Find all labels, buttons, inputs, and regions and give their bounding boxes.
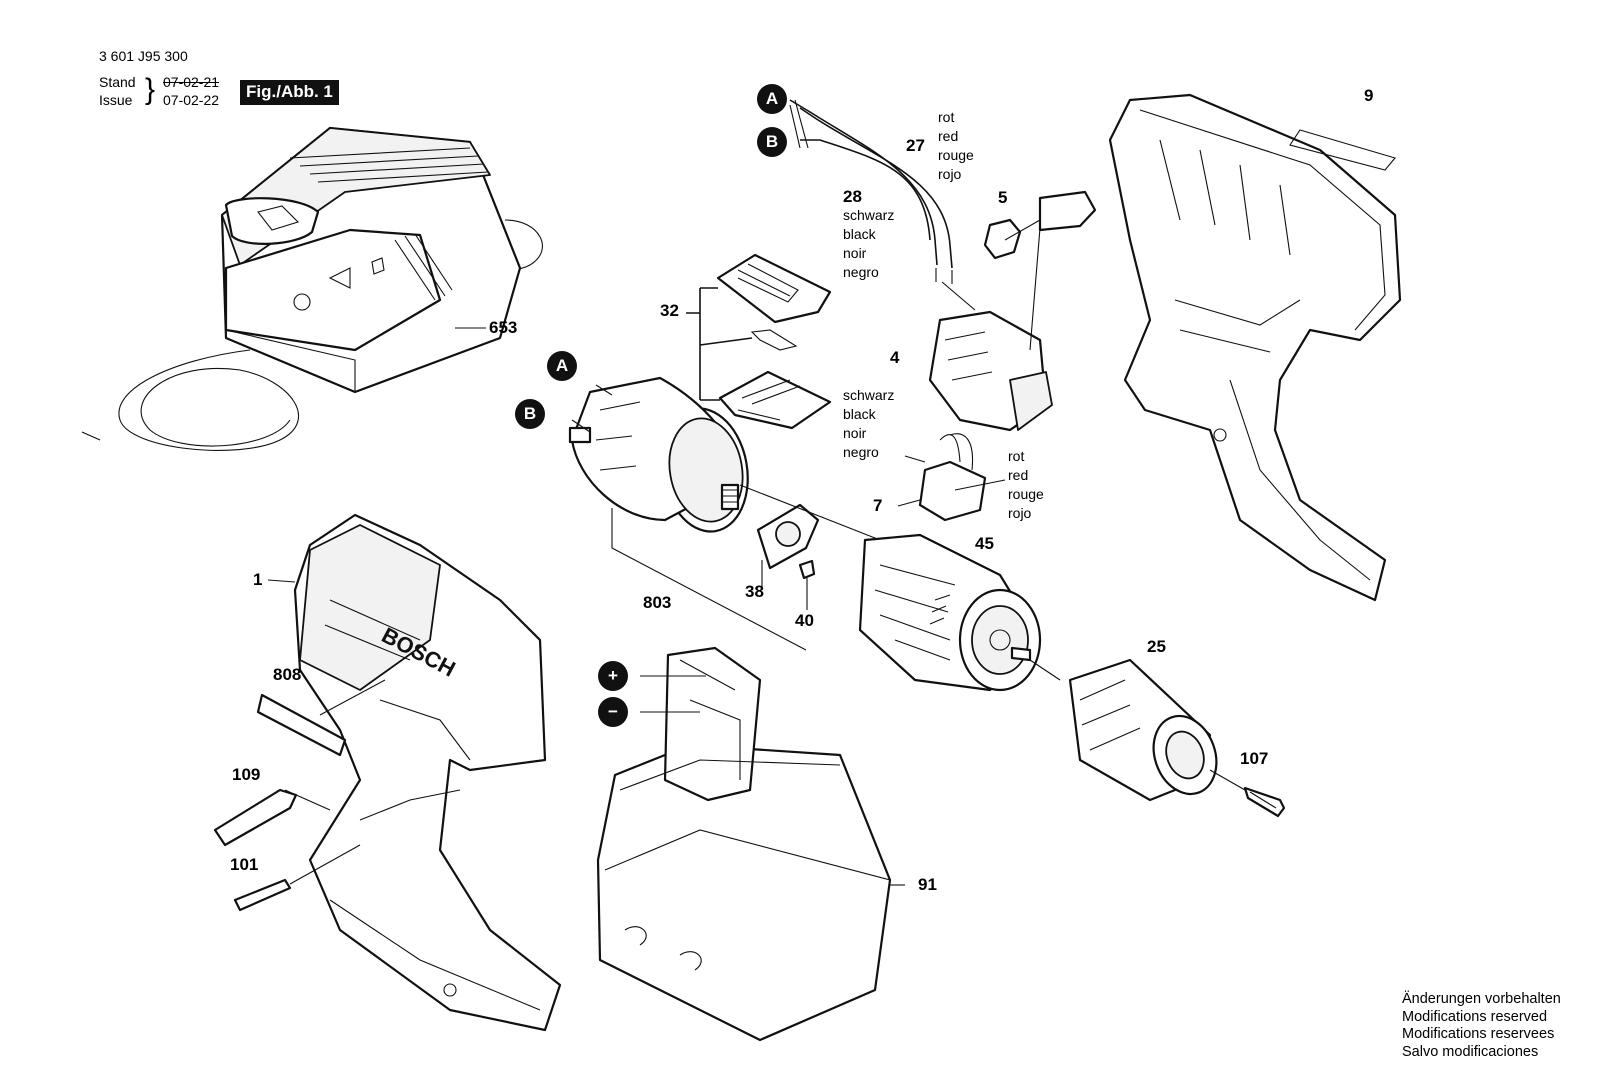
part-7-label: 7 — [873, 496, 883, 515]
wire-black-de: schwarz — [843, 387, 895, 403]
wire-black-de: schwarz — [843, 207, 895, 223]
wire-black-fr: noir — [843, 425, 867, 441]
wire-black-caption-switch: schwarz black noir negro — [843, 386, 894, 462]
part-45-label: 45 — [975, 534, 994, 553]
connector-a-motor: A — [547, 351, 577, 381]
wire-black-caption-top: schwarz black noir negro — [843, 206, 894, 282]
figure-label: Fig./Abb. 1 — [240, 80, 339, 105]
issue-label: Issue — [99, 92, 133, 108]
part-40-label: 40 — [795, 611, 814, 630]
part-25-label: 25 — [1147, 637, 1166, 656]
part-109-label: 109 — [232, 765, 261, 784]
battery-charger-drawing — [81, 126, 543, 451]
wire-red-caption-top: rot red rouge rojo — [938, 108, 974, 184]
wire-red-fr: rouge — [938, 147, 974, 163]
notice-de: Änderungen vorbehalten — [1402, 991, 1561, 1007]
housing-right-drawing — [1108, 93, 1402, 602]
part-803-label: 803 — [643, 593, 672, 612]
stand-label: Stand — [99, 74, 136, 90]
notice-en: Modifications reserved — [1402, 1008, 1548, 1025]
part-808-label: 808 — [273, 665, 302, 684]
wire-black-es: negro — [843, 264, 879, 280]
part-107-label: 107 — [1240, 749, 1269, 768]
wire-red-de: rot — [938, 109, 955, 125]
battery-plus-terminal: + — [598, 661, 628, 691]
wire-red-de: rot — [1008, 448, 1025, 464]
housing-left-drawing: BOSCH — [267, 513, 562, 1032]
part-number: 3 601 J95 300 — [99, 48, 188, 64]
connector-a-top: A — [757, 84, 787, 114]
part-32-label: 32 — [660, 301, 679, 320]
label-plate-drawing — [256, 679, 386, 757]
wire-red-es: rojo — [938, 166, 962, 182]
part-101-label: 101 — [230, 855, 259, 874]
notice-fr: Modifications reservees — [1402, 1026, 1555, 1042]
part-27-label: 27 — [906, 136, 925, 155]
part-38-label: 38 — [745, 582, 764, 601]
connector-b-motor: B — [515, 399, 545, 429]
old-date: 07-02-21 — [163, 74, 220, 90]
wire-black-en: black — [843, 406, 876, 422]
new-date: 07-02-22 — [163, 92, 220, 108]
wire-leads-drawing — [789, 99, 976, 311]
part-91-label: 91 — [918, 875, 937, 894]
wire-black-en: black — [843, 226, 876, 242]
brace-glyph: } — [145, 73, 156, 106]
chuck-drawing — [1068, 658, 1286, 818]
part-4-label: 4 — [890, 348, 900, 367]
wire-red-caption-switch: rot red rouge rojo — [1008, 447, 1044, 523]
wire-red-es: rojo — [1008, 505, 1032, 521]
mounting-plate-drawing — [739, 484, 881, 610]
part-5-label: 5 — [998, 188, 1008, 207]
switch-drawing — [897, 190, 1097, 522]
connector-b-top: B — [757, 127, 787, 157]
part-1-label: 1 — [253, 570, 263, 589]
wire-red-fr: rouge — [1008, 486, 1044, 502]
wire-red-en: red — [1008, 467, 1029, 483]
modifications-notice: Änderungen vorbehalten Modifications res… — [1402, 991, 1561, 1061]
motor-drawing — [568, 376, 807, 651]
part-28-label: 28 — [843, 187, 862, 206]
screw-bit-drawing — [213, 788, 361, 912]
gearbox-drawing — [858, 533, 1061, 692]
part-9-label: 9 — [1364, 86, 1374, 105]
battery-minus-terminal: − — [598, 697, 628, 727]
battery-pack-drawing — [596, 646, 905, 1042]
wire-red-en: red — [938, 128, 959, 144]
notice-es: Salvo modificaciones — [1402, 1043, 1539, 1060]
wire-black-es: negro — [843, 444, 879, 460]
brush-plate-parts-drawing — [686, 253, 832, 430]
wire-black-fr: noir — [843, 245, 867, 261]
part-653-label: 653 — [489, 318, 518, 337]
